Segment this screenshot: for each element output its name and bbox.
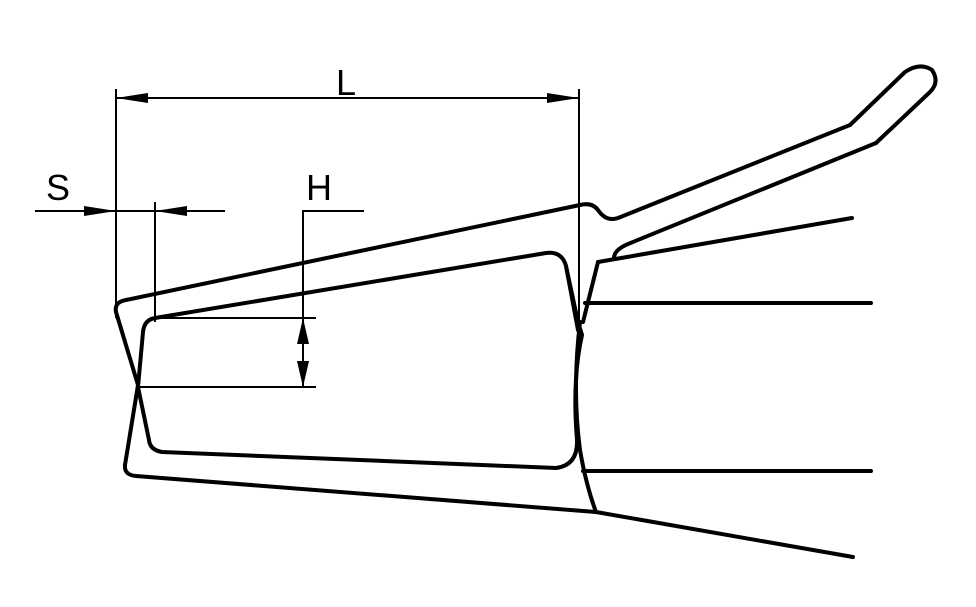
handle-lower-edge bbox=[612, 141, 878, 260]
dimension-S: S bbox=[35, 167, 225, 322]
arrow-left-icon bbox=[116, 93, 148, 103]
arrow-left-icon bbox=[155, 206, 187, 216]
lower-jaw-outer-line bbox=[594, 510, 855, 559]
upper-outer-edge bbox=[113, 64, 938, 314]
label-L: L bbox=[336, 62, 356, 103]
label-H: H bbox=[306, 167, 332, 208]
dimension-L: L bbox=[115, 62, 580, 320]
label-S: S bbox=[46, 167, 70, 208]
arrow-up-icon bbox=[297, 318, 309, 344]
throat-left-edge bbox=[564, 264, 580, 332]
dimension-H: H bbox=[138, 167, 364, 388]
arrow-down-icon bbox=[297, 361, 309, 387]
arrow-right-icon bbox=[547, 93, 579, 103]
throat-right-edge bbox=[581, 260, 600, 324]
arrow-right-icon bbox=[84, 206, 116, 216]
curved-pivot-edge bbox=[574, 320, 598, 514]
leader-line-H bbox=[302, 210, 364, 388]
outer-jaw-profile bbox=[113, 64, 938, 559]
upper-jaw-inner-line bbox=[596, 216, 854, 264]
lower-outer-edge bbox=[114, 310, 598, 514]
pivot-region bbox=[564, 260, 873, 514]
